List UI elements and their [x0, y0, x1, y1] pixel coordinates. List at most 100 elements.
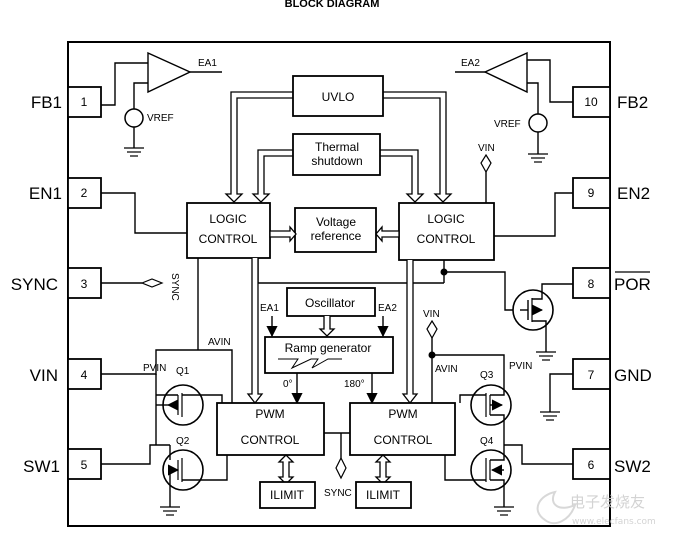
- vref-label-left: VREF: [147, 113, 174, 124]
- mosfet-icon: [162, 449, 204, 491]
- bus-arrow-right: [269, 225, 297, 243]
- opamp-icon: [147, 51, 192, 94]
- pin-2: 2 EN1: [29, 177, 102, 209]
- thermal-label-line2: shutdown: [311, 154, 362, 168]
- phase-0-label: 0°: [283, 379, 293, 390]
- ilimit-right: ILIMIT: [355, 454, 412, 509]
- thermal-shutdown-block: Thermal shutdown: [292, 133, 381, 176]
- pin-name: SYNC: [11, 275, 58, 294]
- ramp-ea1-label: EA1: [260, 303, 279, 314]
- pin-9: 9 EN2: [572, 177, 650, 209]
- watermark-text: 电子发烧友: [570, 493, 645, 511]
- uvlo-bus-left: [224, 91, 293, 203]
- pin-name: SW2: [614, 457, 651, 476]
- pin-name: VIN: [30, 366, 58, 385]
- ea2-label: EA2: [461, 58, 480, 69]
- q4-label: Q4: [480, 436, 494, 447]
- pin-name: EN1: [29, 184, 62, 203]
- voltage-source-icon: [528, 113, 548, 133]
- voltage-source-icon: [124, 108, 144, 128]
- logic-control-left: LOGIC CONTROL: [186, 202, 271, 259]
- ground-icon: [160, 506, 180, 516]
- oscillator-block: Oscillator: [286, 287, 376, 337]
- pin-name: SW1: [23, 457, 60, 476]
- port-diamond-icon: [426, 319, 438, 340]
- pin-10: 10 FB2: [572, 86, 648, 118]
- uvlo-block: UVLO: [292, 75, 384, 117]
- ramp-label: Ramp generator: [285, 341, 372, 355]
- diagram-title: BLOCK DIAGRAM: [285, 0, 380, 10]
- ramp-ea2-label: EA2: [378, 303, 397, 314]
- vin-logic-input: VIN: [478, 143, 495, 203]
- pin-7: 7 GND: [572, 358, 652, 390]
- vin-right-label: VIN: [423, 309, 440, 320]
- pin-number: 6: [588, 458, 595, 472]
- thermal-label-line1: Thermal: [315, 140, 359, 154]
- ground-icon: [124, 147, 144, 157]
- sync-bottom-label: SYNC: [324, 488, 352, 499]
- logic-pwm-bus-right: [401, 260, 419, 405]
- pvin-label-left: PVIN: [143, 363, 166, 374]
- q3-label: Q3: [480, 370, 494, 381]
- sync-internal-label: SYNC: [169, 273, 180, 301]
- mosfet-q4: Q4: [444, 436, 573, 516]
- uvlo-bus-right: [383, 91, 453, 203]
- bidirectional-bus-icon: [277, 454, 295, 485]
- pin-number: 8: [588, 277, 595, 291]
- vin-label: VIN: [478, 143, 495, 154]
- mosfet-q2: Q2: [101, 436, 228, 516]
- pin-name: EN2: [617, 184, 650, 203]
- pin-name: GND: [614, 366, 652, 385]
- ground-icon: [536, 351, 556, 361]
- ea1-label: EA1: [198, 58, 217, 69]
- logic-label-line2: CONTROL: [417, 232, 476, 246]
- bus-arrow-left: [375, 225, 400, 243]
- ilimit-left: ILIMIT: [259, 454, 316, 509]
- pin-number: 4: [81, 368, 88, 382]
- ground-icon: [528, 153, 548, 163]
- port-diamond-icon: [480, 153, 492, 174]
- ilimit-label: ILIMIT: [270, 488, 305, 502]
- uvlo-label: UVLO: [322, 90, 355, 104]
- pin-number: 9: [588, 186, 595, 200]
- mosfet-icon: [470, 449, 512, 491]
- opamp-icon: [483, 51, 528, 94]
- mosfet-q1: Q1: [155, 366, 223, 445]
- en1-wire: [101, 192, 187, 234]
- watermark-url: www.elecfans.com: [572, 517, 656, 527]
- pin-number: 3: [81, 277, 88, 291]
- pin-6: 6 SW2: [572, 448, 651, 480]
- pin-number: 5: [81, 458, 88, 472]
- pin-4: 4 VIN: [30, 358, 102, 390]
- pwm-control-right: PWM CONTROL: [349, 402, 456, 456]
- gnd-wire: [549, 373, 573, 412]
- q2-label: Q2: [176, 436, 190, 447]
- bus-arrow-down: [318, 316, 336, 337]
- por-mosfet: [512, 283, 573, 361]
- vref-block-line2: reference: [311, 229, 362, 243]
- sawtooth-icon: [278, 358, 342, 370]
- pin-5: 5 SW1: [23, 448, 102, 480]
- pwm-label-line2: CONTROL: [374, 433, 433, 447]
- ilimit-label: ILIMIT: [366, 488, 401, 502]
- oscillator-label: Oscillator: [305, 296, 355, 310]
- vin-right-input: VIN AVIN PVIN: [423, 309, 532, 403]
- vref-block-line1: Voltage: [316, 215, 356, 229]
- mosfet-q3: Q3: [459, 370, 512, 445]
- pwm-control-left: PWM CONTROL: [216, 402, 325, 456]
- error-amp-1: EA1 VREF: [101, 51, 222, 157]
- sync-input: SYNC: [101, 273, 180, 301]
- pin-number: 7: [588, 368, 595, 382]
- logic-control-right: LOGIC CONTROL: [398, 202, 495, 261]
- watermark: 电子发烧友 www.elecfans.com: [536, 490, 656, 527]
- avin-label-right: AVIN: [435, 364, 458, 375]
- logic-label-line2: CONTROL: [199, 232, 258, 246]
- logic-label-line1: LOGIC: [427, 212, 465, 226]
- en2-wire: [494, 192, 573, 237]
- vref-label-right: VREF: [494, 119, 521, 130]
- port-diamond-icon: [335, 456, 347, 480]
- avin-label-left: AVIN: [208, 337, 231, 348]
- pin-name: POR: [614, 275, 651, 294]
- logic-label-line1: LOGIC: [209, 212, 247, 226]
- pin-name: FB2: [617, 93, 648, 112]
